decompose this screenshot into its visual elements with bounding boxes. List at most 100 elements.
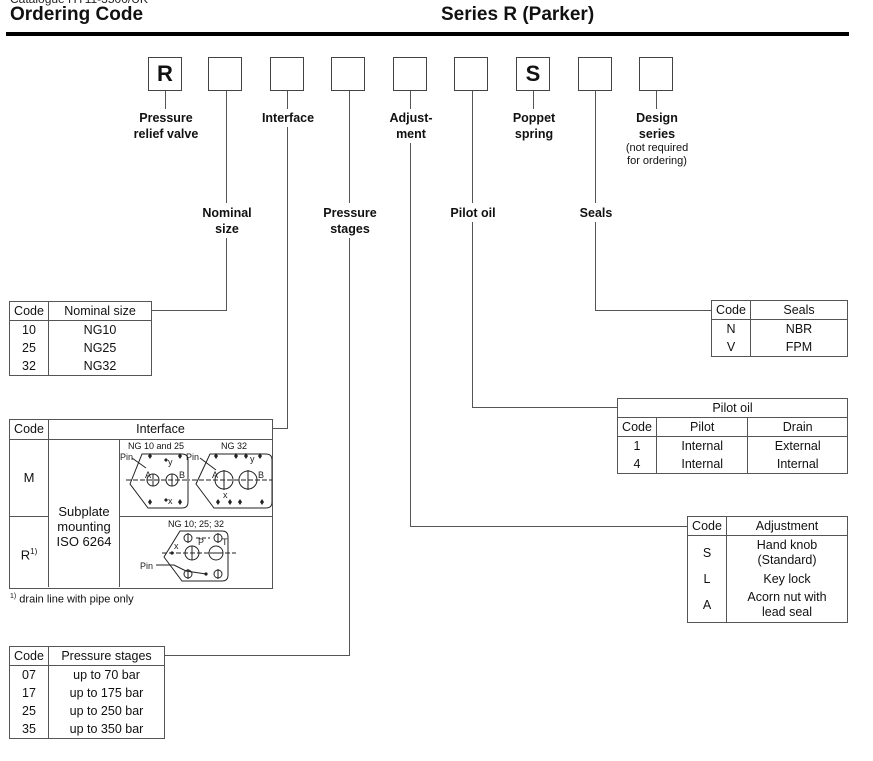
label-adjustment: Adjust- ment <box>389 110 432 142</box>
label-pilot-oil: Pilot oil <box>450 206 496 220</box>
code-box-nominal-size <box>208 57 242 91</box>
label-line: Nominal <box>202 206 252 220</box>
code-box-interface <box>270 57 304 91</box>
cell-value: NG25 <box>48 339 152 357</box>
svg-text:T: T <box>222 537 228 547</box>
connector-line <box>410 143 412 527</box>
svg-text:y: y <box>250 454 255 464</box>
connector-line <box>595 310 712 312</box>
label-line: Pressure <box>323 206 377 220</box>
header-seals: Seals <box>750 300 848 320</box>
cell-value: up to 175 bar <box>48 684 165 702</box>
label-line: Adjust- <box>389 111 433 125</box>
cell-value: up to 350 bar <box>48 720 165 739</box>
code-box-poppet-spring: S <box>516 57 550 91</box>
cell-code-m: M <box>10 440 49 517</box>
connector-line <box>410 526 688 528</box>
header-code: Code <box>687 516 727 536</box>
connector-line <box>349 238 351 656</box>
value-line: lead seal <box>761 605 813 619</box>
diagram-title: NG 10; 25; 32 <box>167 519 225 529</box>
code-box-adjustment <box>393 57 427 91</box>
header-pressure-stages: Pressure stages <box>48 646 165 666</box>
mounting-text: Subplate <box>58 504 110 519</box>
cell-code: L <box>687 570 727 588</box>
code-text: R <box>20 547 31 563</box>
label-pressure-relief-valve: Pressure relief valve <box>134 110 199 142</box>
connector-line <box>656 91 658 109</box>
svg-text:y: y <box>168 457 173 467</box>
connector-line <box>472 407 618 409</box>
value-line: Hand knob <box>756 538 818 552</box>
table-row: S Hand knob(Standard) <box>687 535 848 570</box>
cell-code: 35 <box>9 720 49 739</box>
svg-text:x: x <box>223 490 228 500</box>
svg-text:A: A <box>212 470 218 480</box>
table-title-row: Pilot oil <box>617 398 848 418</box>
pilot-oil-title: Pilot oil <box>617 398 848 418</box>
pin-label: Pin <box>120 452 133 462</box>
header-code: Code <box>711 300 751 320</box>
table-header-row: Code Adjustment <box>687 516 848 536</box>
label-pressure-stages: Pressure stages <box>323 205 377 237</box>
cell-code: 32 <box>9 357 49 376</box>
code-box-pilot-oil <box>454 57 488 91</box>
cell-value: NG10 <box>48 320 152 339</box>
label-line: series <box>638 127 676 141</box>
series-title: Series R (Parker) <box>441 4 595 25</box>
header-nominal-size: Nominal size <box>48 301 152 321</box>
diagram-title: NG 32 <box>221 441 248 451</box>
header-rule <box>6 32 849 36</box>
header-adjustment: Adjustment <box>726 516 848 536</box>
code-box-pressure-stages <box>331 57 365 91</box>
cell-drain: External <box>747 436 848 455</box>
cell-pilot: Internal <box>655 455 749 474</box>
cell-code-r: R1) <box>10 517 49 587</box>
svg-text:B: B <box>258 470 264 480</box>
cell-value: NG32 <box>48 357 152 376</box>
table-header-row: Code Seals <box>711 300 848 320</box>
design-note: for ordering) <box>627 155 687 167</box>
cell-code: V <box>711 338 751 357</box>
label-line: relief valve <box>133 127 199 141</box>
connector-line <box>226 91 228 203</box>
cell-code: S <box>687 535 727 570</box>
label-seals: Seals <box>579 206 613 220</box>
label-line: ment <box>396 127 426 141</box>
header-pilot: Pilot <box>655 417 749 437</box>
code-box-seals <box>578 57 612 91</box>
cell-code: 1 <box>617 436 657 455</box>
catalogue-reference: Catalogue HY11-3500/UK <box>10 0 148 6</box>
connector-line <box>410 91 412 109</box>
header-code: Code <box>9 646 49 666</box>
connector-line <box>287 127 289 429</box>
interface-table: Code Interface M R1) Subplate mounting I… <box>9 419 273 589</box>
svg-text:Pin: Pin <box>140 561 153 571</box>
interface-footnote: 1) drain line with pipe only <box>10 593 134 606</box>
connector-line <box>152 310 227 312</box>
mounting-cell: Subplate mounting ISO 6264 <box>49 440 120 587</box>
mounting-text: ISO 6264 <box>56 534 112 549</box>
connector-line <box>165 91 167 109</box>
cell-pilot: Internal <box>655 436 749 455</box>
cell-code: 07 <box>9 665 49 684</box>
table-header-row: Code Pilot Drain <box>617 417 848 437</box>
cell-code: 25 <box>9 702 49 720</box>
table-header-row: Code Pressure stages <box>9 646 165 666</box>
cell-code: N <box>711 319 751 338</box>
cell-code: A <box>687 588 727 623</box>
label-line: Poppet <box>512 111 556 125</box>
svg-text:x: x <box>168 496 173 506</box>
